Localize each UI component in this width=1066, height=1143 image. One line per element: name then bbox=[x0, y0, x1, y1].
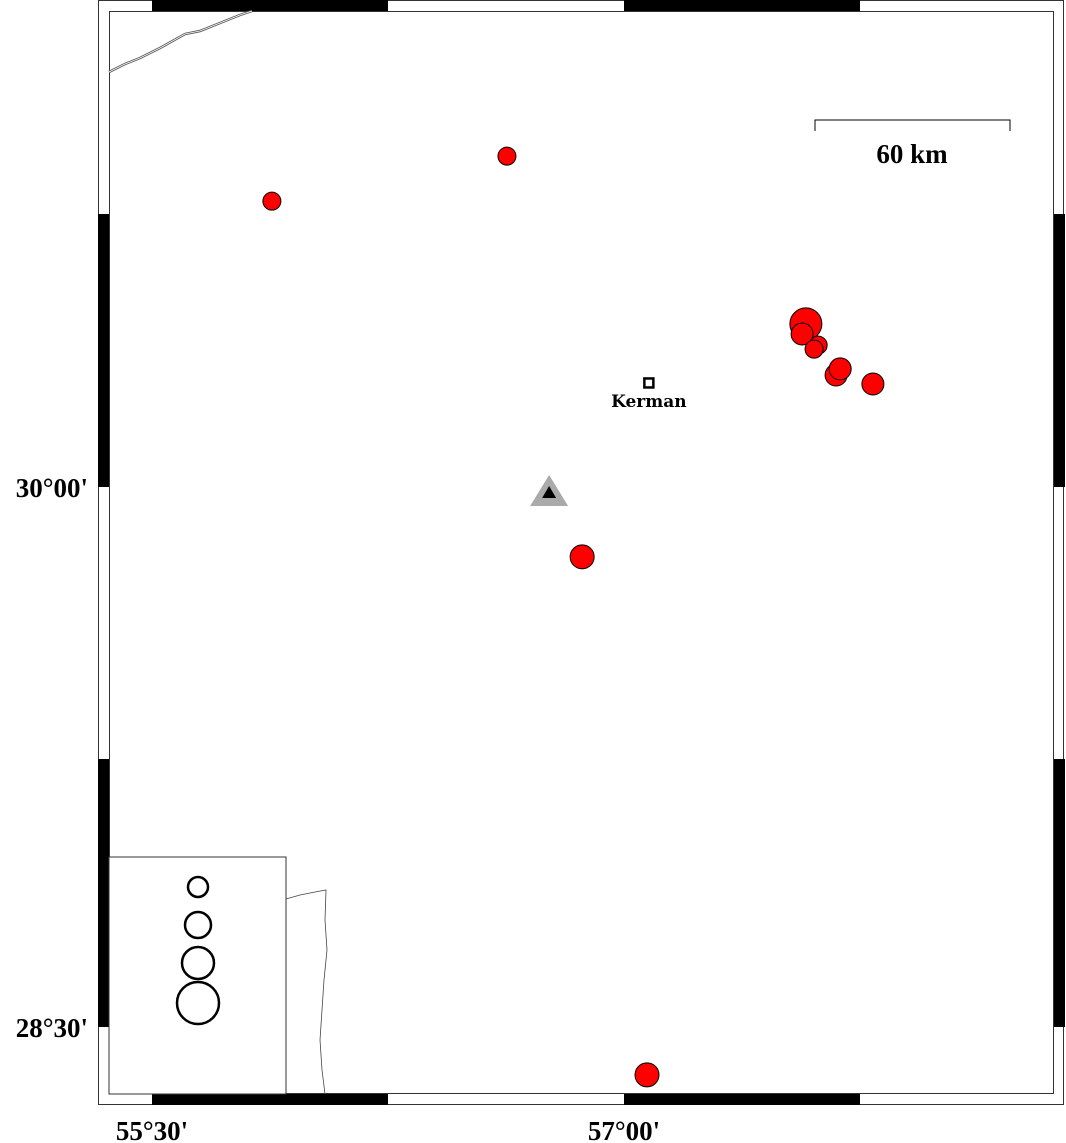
earthquake-event bbox=[804, 339, 824, 359]
city-marker: Kerman bbox=[611, 377, 687, 412]
earthquake-event bbox=[634, 1062, 660, 1088]
legend-box bbox=[108, 856, 287, 1095]
frame-segment bbox=[98, 214, 109, 487]
legend-circle bbox=[180, 945, 216, 981]
legend-circle bbox=[175, 980, 221, 1026]
frame-segment bbox=[98, 759, 109, 1027]
coastline-south bbox=[285, 889, 328, 1095]
frame-segment bbox=[624, 1094, 860, 1105]
earthquake-event bbox=[828, 357, 852, 381]
y-tick-label: 30°00' bbox=[16, 473, 88, 503]
city-square-icon bbox=[643, 377, 655, 389]
outer-frame bbox=[98, 0, 1064, 1105]
earthquake-event bbox=[790, 322, 814, 346]
x-tick-label: 55°30' bbox=[116, 1116, 188, 1143]
legend-circle bbox=[186, 875, 210, 899]
inner-frame bbox=[109, 11, 1054, 1094]
frame-segment bbox=[1054, 759, 1065, 1027]
city-label: Kerman bbox=[611, 392, 687, 412]
frame-segment bbox=[624, 0, 860, 11]
legend-circle bbox=[183, 910, 213, 940]
frame-segment bbox=[1054, 214, 1065, 487]
axis-labels: 55°30' 57°00' 30°00' 28°30' bbox=[16, 473, 660, 1143]
coastlines bbox=[108, 9, 328, 1095]
scale-bar-label: 60 km bbox=[876, 139, 948, 169]
frame-segment bbox=[152, 1094, 388, 1105]
earthquake-events bbox=[262, 146, 885, 1088]
frame-segment bbox=[152, 0, 388, 11]
station-marker bbox=[530, 475, 569, 507]
map-frame bbox=[98, 0, 1065, 1105]
earthquake-event bbox=[569, 544, 595, 570]
scale-bar: 60 km bbox=[814, 119, 1011, 169]
earthquake-event bbox=[262, 191, 282, 211]
x-tick-label: 57°00' bbox=[588, 1116, 660, 1143]
earthquake-event bbox=[861, 372, 885, 396]
y-tick-label: 28°30' bbox=[16, 1013, 88, 1043]
earthquake-event bbox=[497, 146, 517, 166]
station-inner-triangle-icon bbox=[542, 486, 557, 499]
